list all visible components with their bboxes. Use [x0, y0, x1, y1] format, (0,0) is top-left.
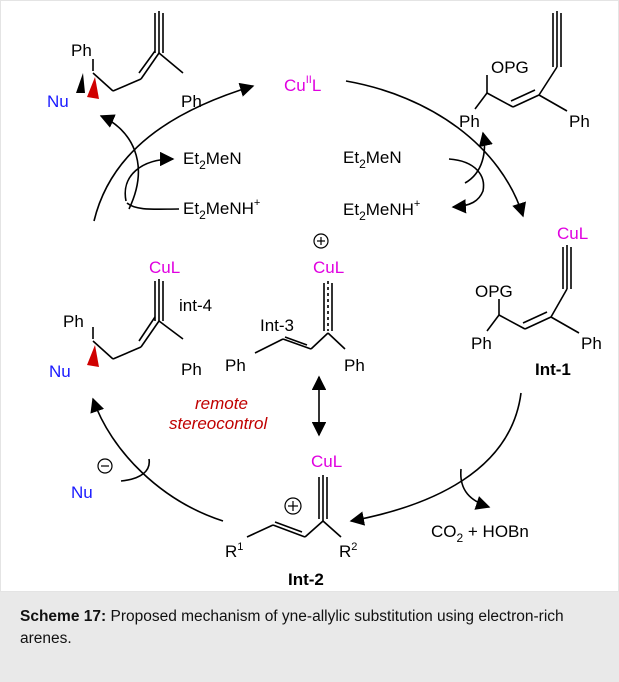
reaction-scheme: Ph Nu Ph CuIIL OPG Ph Ph: [0, 0, 619, 592]
caption-text: Proposed mechanism of yne-allylic substi…: [20, 608, 564, 647]
label-cul: CuL: [557, 224, 588, 243]
label-cul: CuL: [313, 258, 344, 277]
label-int3: Int-3: [260, 316, 294, 335]
label-et2men-right: Et2MeN: [343, 148, 402, 171]
int3-structure: [254, 281, 346, 354]
label-ph: Ph: [581, 334, 602, 353]
label-et2menh-right: Et2MeNH+: [343, 198, 420, 223]
int4-structure: [87, 279, 184, 367]
label-opg: OPG: [475, 282, 513, 301]
label-opg: OPG: [491, 58, 529, 77]
label-ph: Ph: [181, 92, 202, 111]
substrate-top-right: [474, 11, 568, 112]
arrow-substrate-in: [464, 131, 493, 184]
label-r1: R1: [225, 541, 243, 561]
label-ph: Ph: [225, 356, 246, 375]
label-int2: Int-2: [288, 570, 324, 589]
arrow-catalyst-regeneration: [93, 82, 255, 222]
arrow-et2menh: [126, 202, 180, 211]
arrow-nu-release: [99, 114, 139, 210]
label-ph: Ph: [569, 112, 590, 131]
label-ph: Ph: [181, 360, 202, 379]
label-cul: CuL: [149, 258, 180, 277]
label-stereocontrol: stereocontrol: [169, 414, 268, 433]
label-r2: R2: [339, 541, 357, 561]
label-et2menh-left: Et2MeNH+: [183, 197, 260, 222]
label-ph: Ph: [344, 356, 365, 375]
label-int4: int-4: [179, 296, 212, 315]
label-remote: remote: [195, 394, 248, 413]
label-ph: Ph: [459, 112, 480, 131]
caption-label: Scheme 17:: [20, 608, 107, 625]
label-co2: CO2 + HOBn: [431, 522, 529, 545]
label-int1: Int-1: [535, 360, 571, 379]
label-ph: Ph: [63, 312, 84, 331]
int1-structure: [486, 245, 580, 334]
arrow-nu-attack: [120, 458, 150, 482]
product-top-left: [76, 11, 184, 99]
label-nu: Nu: [49, 362, 71, 381]
label-ph: Ph: [471, 334, 492, 353]
arrow-et2men: [124, 151, 175, 202]
figure-caption: Scheme 17: Proposed mechanism of yne-all…: [0, 592, 619, 682]
arrow-int1-to-int2: [349, 392, 522, 526]
arrow-co2-release: [460, 468, 491, 510]
label-ph: Ph: [71, 41, 92, 60]
label-et2men-left: Et2MeN: [183, 149, 242, 172]
arrow-amine: [448, 158, 485, 214]
label-cul: CuL: [311, 452, 342, 471]
int2-structure: [246, 475, 342, 538]
arrow-to-int1: [345, 80, 526, 218]
arrow-int2-to-int4: [90, 397, 224, 522]
mechanism-diagram: Ph Nu Ph CuIIL OPG Ph Ph: [47, 11, 602, 589]
label-nu-anion: Nu: [71, 483, 93, 502]
label-nu: Nu: [47, 92, 69, 111]
label-cu-catalyst: CuIIL: [284, 74, 321, 95]
